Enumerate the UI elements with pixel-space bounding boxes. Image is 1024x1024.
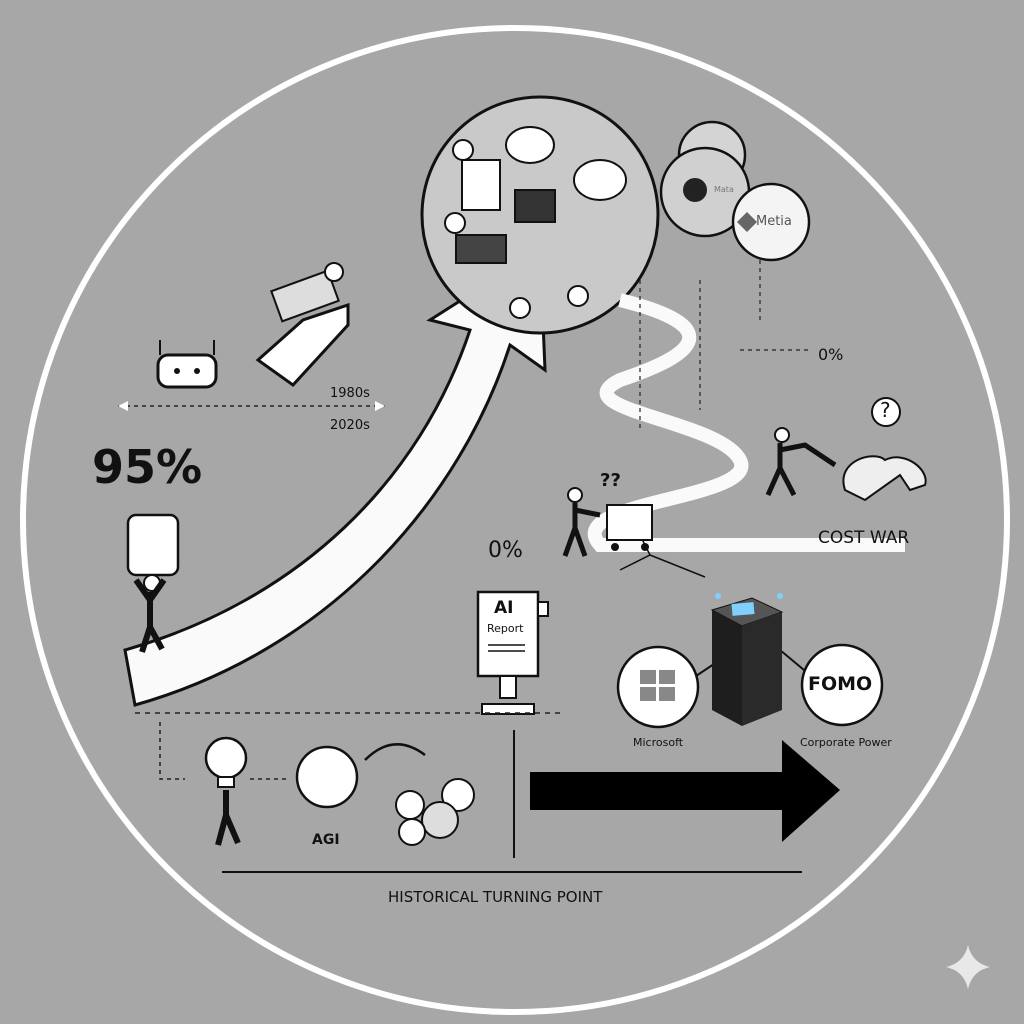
robot-icon (156, 340, 218, 389)
ai-server-cube-icon (710, 593, 784, 726)
big-percent: 95% (92, 440, 203, 494)
dollar-coin-icon (444, 212, 466, 234)
question-mark: ? (880, 398, 891, 422)
fomo-circle (800, 643, 884, 727)
ai-report-subtitle: Report (487, 622, 524, 635)
ai-report-kiosk (476, 590, 549, 715)
windows-logo-icon (640, 670, 675, 701)
year-2020s: 2020s (330, 418, 370, 433)
outer-ring (20, 25, 1010, 1015)
brain-icon (505, 126, 555, 164)
metia-logo-text: Metia (756, 214, 792, 229)
corporate-power-label: Corporate Power (800, 736, 892, 749)
metia-logo-icon (737, 212, 757, 232)
agi-brain-circle (295, 745, 359, 809)
yen-coin-icon (509, 297, 531, 319)
hand-money-icon (255, 262, 350, 387)
person-shopping-cart-icon (562, 487, 653, 557)
euro-coin-icon (567, 285, 589, 307)
microsoft-circle (616, 645, 700, 729)
agi-label: AGI (312, 832, 340, 848)
zero-percent-right: 0% (818, 345, 844, 364)
brain-icon (573, 159, 627, 201)
gpu-icon (455, 234, 507, 264)
cycle-arrow (364, 743, 426, 761)
fomo-label: FOMO (808, 673, 873, 695)
microsoft-label: Microsoft (633, 736, 684, 749)
zero-percent-left: 0% (488, 538, 523, 563)
dragon-icon (842, 397, 927, 502)
person-with-sword-icon (765, 427, 837, 497)
metia-logo-circle (731, 182, 811, 262)
server-icon (461, 159, 501, 211)
ai-report-title: AI (494, 598, 514, 618)
chip-icon (514, 189, 556, 223)
meta-logo-text: Mata (714, 185, 734, 194)
forward-arrow (530, 740, 840, 842)
historical-turning-point: HISTORICAL TURNING POINT (388, 888, 603, 906)
meta-logo-icon (683, 178, 707, 202)
year-1980s: 1980s (330, 386, 370, 401)
sparkle-icon (946, 945, 990, 989)
question-marks: ?? (600, 470, 621, 491)
cost-war-label: COST WAR (818, 528, 910, 548)
tech-bubble (420, 95, 660, 335)
lightbulb-person-icon (204, 736, 248, 846)
person-carrying-coins-icon (126, 513, 180, 653)
yen-coin-icon (452, 139, 474, 161)
money-bags-icon (395, 778, 475, 846)
